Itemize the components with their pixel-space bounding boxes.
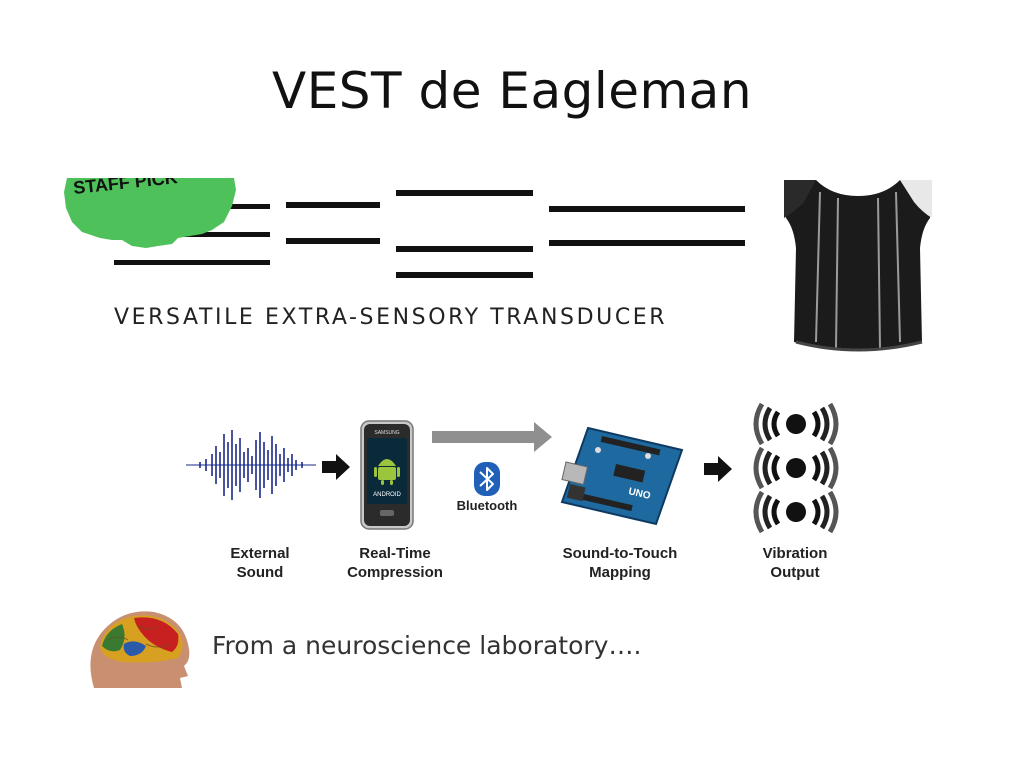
logo-tagline: VERSATILE EXTRA-SENSORY TRANSDUCER — [114, 305, 667, 330]
step-label-line: Vibration — [762, 545, 828, 562]
slide-title: VEST de Eagleman — [271, 62, 753, 120]
step-label-external-sound: External Sound — [200, 544, 320, 582]
step-label-line: Output — [770, 564, 820, 581]
arduino-label: UNO — [627, 486, 651, 502]
step-label-line: Real-Time — [359, 545, 431, 562]
vibration-icon — [748, 402, 844, 538]
step-label-line: Compression — [347, 564, 443, 581]
arrow-right-icon — [322, 454, 350, 480]
phone-brand: SAMSUNG — [374, 430, 399, 436]
staff-pick-sticker — [64, 178, 236, 248]
arrow-right-icon — [704, 456, 732, 482]
arduino-board-icon: UNO — [560, 426, 684, 526]
waveform-icon — [186, 430, 316, 500]
vest-photo — [784, 180, 932, 352]
phone-os: ANDROID — [373, 492, 401, 498]
step-label-line: Sound-to-Touch — [562, 545, 678, 562]
bluetooth-label: Bluetooth — [456, 498, 518, 513]
vest-logo: STAFF PICK VERSATILE EXTRA-SENSORY TRANS… — [64, 178, 745, 330]
android-phone-icon: SAMSUNG ANDROID — [360, 420, 414, 530]
step-label-compression: Real-Time Compression — [330, 544, 460, 582]
gray-arrow-icon — [432, 422, 552, 452]
step-label-line: External — [230, 545, 290, 562]
step-label-line: Sound — [236, 564, 284, 581]
brain-head-image — [90, 611, 190, 688]
step-label-mapping: Sound-to-Touch Mapping — [552, 544, 688, 582]
footer-text: From a neuroscience laboratory…. — [212, 631, 642, 660]
bluetooth-icon — [474, 462, 500, 496]
step-label-vibration: Vibration Output — [740, 544, 850, 582]
step-label-line: Mapping — [589, 564, 651, 581]
